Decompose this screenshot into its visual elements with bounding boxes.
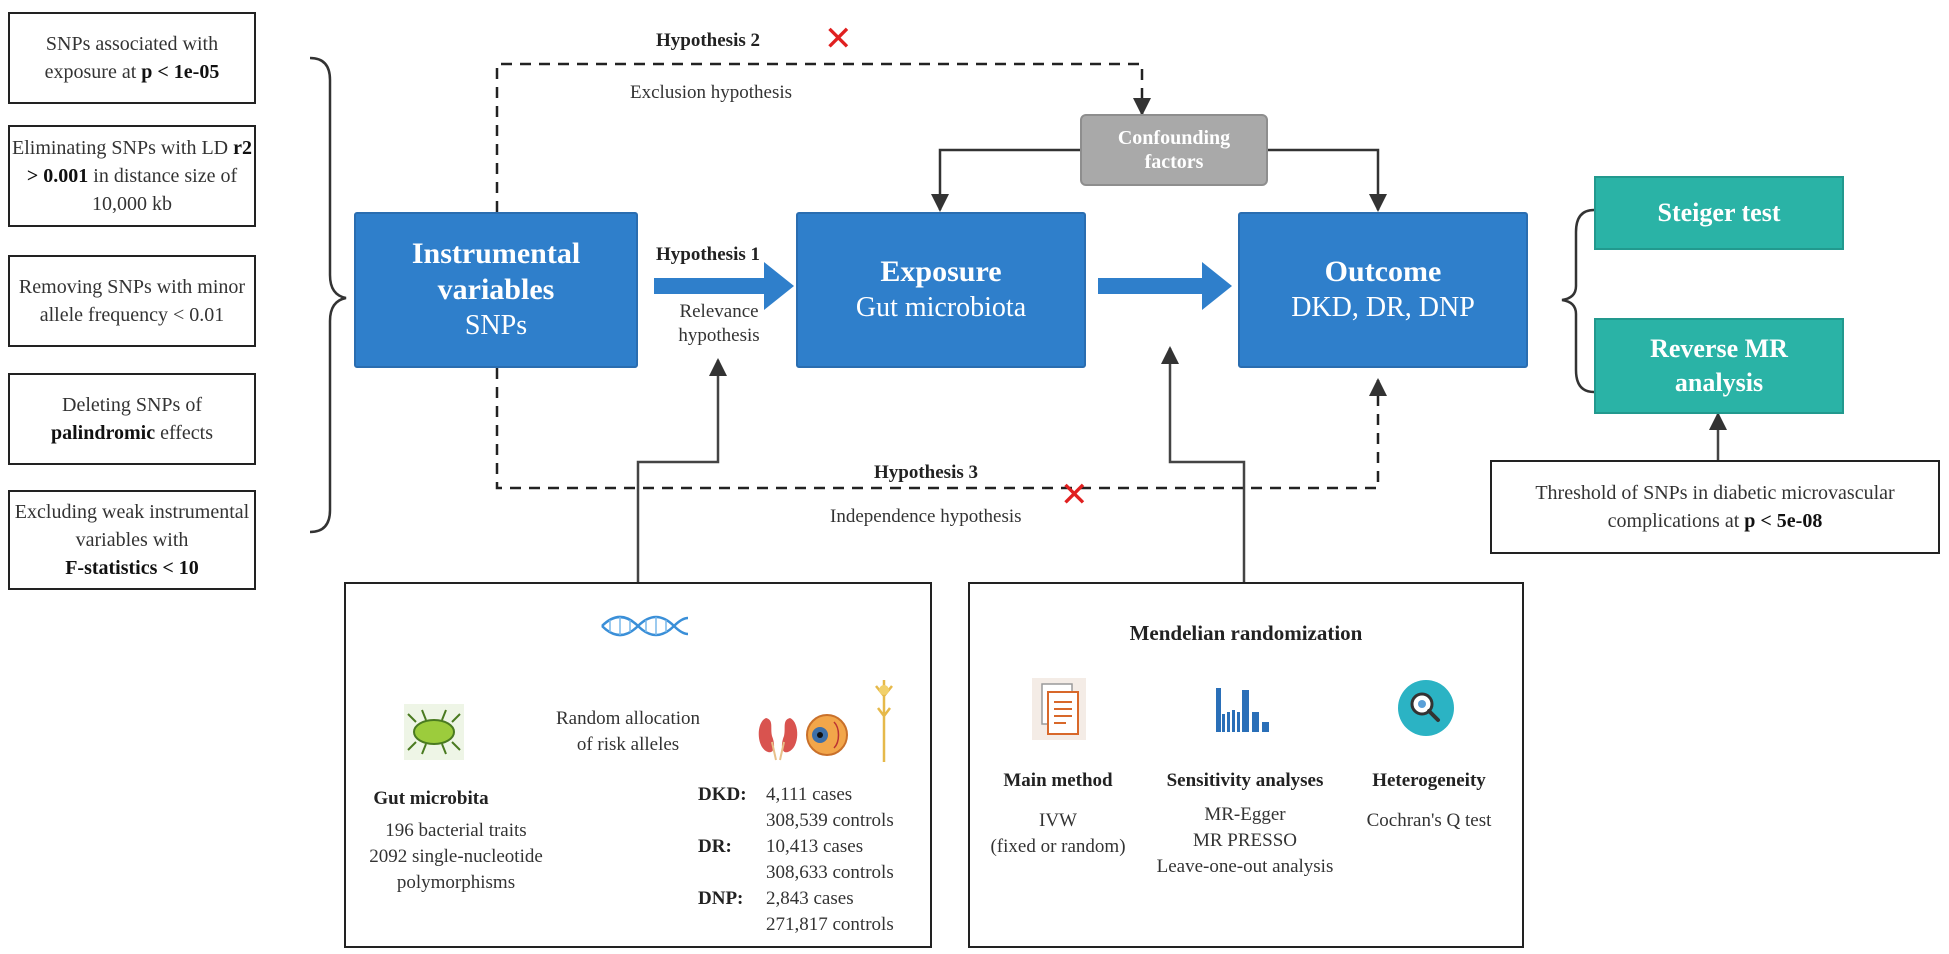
heterogeneity-desc: Cochran's Q test <box>1366 810 1492 831</box>
magnifier-icon <box>1398 680 1454 736</box>
sensitivity-title: Sensitivity analyses <box>1166 770 1324 791</box>
dkd-label: DKD: <box>698 784 747 805</box>
nerve-icon <box>875 680 893 762</box>
bar-chart-icon <box>1216 688 1269 732</box>
hypothesis-1-desc: Relevance hypothesis <box>678 301 760 346</box>
criteria-box-fstat: Excluding weak instrumental variables wi… <box>8 490 256 590</box>
dr-controls: 308,633 controls <box>766 862 894 883</box>
right-brace <box>1561 208 1595 394</box>
dna-icon <box>601 615 689 637</box>
panel-random-allocation <box>344 582 932 948</box>
criteria-box-maf: Removing SNPs with minor allele frequenc… <box>8 255 256 347</box>
hypothesis-1-title: Hypothesis 1 <box>656 244 760 265</box>
hypothesis-3-path <box>495 368 1380 490</box>
panel-mendelian-randomization <box>968 582 1524 948</box>
heterogeneity-title: Heterogeneity <box>1372 770 1486 791</box>
dnp-label: DNP: <box>698 888 744 909</box>
main-method-title: Main method <box>1003 770 1113 791</box>
document-icon <box>1032 678 1086 740</box>
sensitivity-desc: MR-Egger MR PRESSO Leave-one-out analysi… <box>1156 804 1334 877</box>
criteria-box-pvalue: SNPs associated with exposure at p < 1e-… <box>8 12 256 104</box>
confounding-to-exposure <box>938 148 1080 208</box>
hypothesis-2-path <box>495 62 1144 212</box>
panel-right-connector <box>1168 350 1246 582</box>
exposure-to-outcome-arrow <box>1098 262 1232 310</box>
dnp-controls: 271,817 controls <box>766 914 894 935</box>
gut-microbiota-title: Gut microbita <box>373 788 489 809</box>
reverse-mr-box: Reverse MR analysis <box>1594 318 1844 414</box>
dkd-controls: 308,539 controls <box>766 810 894 831</box>
iv-to-exposure-arrow <box>654 262 794 310</box>
dr-label: DR: <box>698 836 732 857</box>
bacteria-icon <box>404 704 464 760</box>
criteria-1-line1: SNPs associated with <box>45 33 219 55</box>
hypothesis-2-title: Hypothesis 2 <box>656 30 760 51</box>
random-allocation-label: Random allocation of risk alleles <box>555 708 701 755</box>
node-outcome: Outcome DKD, DR, DNP <box>1238 212 1528 368</box>
criteria-box-palindromic: Deleting SNPs of palindromic effects <box>8 373 256 465</box>
node-exposure: Exposure Gut microbiota <box>796 212 1086 368</box>
threshold-box: Threshold of SNPs in diabetic microvascu… <box>1490 460 1940 554</box>
hypothesis-2-desc: Exclusion hypothesis <box>630 82 793 103</box>
hypothesis-3-cross-icon: ✕ <box>1060 475 1089 515</box>
steiger-test-box: Steiger test <box>1594 176 1844 250</box>
node-confounding-factors: Confounding factors <box>1080 114 1268 186</box>
main-method-desc: IVW (fixed or random) <box>990 810 1126 857</box>
criteria-brace <box>309 56 347 534</box>
dr-cases: 10,413 cases <box>766 836 864 857</box>
mr-panel-title: Mendelian randomization <box>1129 621 1363 645</box>
eye-icon <box>806 714 848 756</box>
dkd-cases: 4,111 cases <box>766 784 853 805</box>
gut-microbiota-desc: 196 bacterial traits 2092 single-nucleot… <box>369 820 543 893</box>
hypothesis-3-title: Hypothesis 3 <box>874 462 978 483</box>
hypothesis-2-cross-icon: ✕ <box>824 19 853 59</box>
confounding-to-outcome <box>1268 148 1380 208</box>
panel-left-connector <box>636 362 720 582</box>
dnp-cases: 2,843 cases <box>766 888 854 909</box>
node-instrumental-variables: Instrumental variables SNPs <box>354 212 638 368</box>
kidney-icon <box>758 718 798 761</box>
criteria-box-ld: Eliminating SNPs with LD r2 > 0.001 in d… <box>8 125 256 227</box>
hypothesis-3-desc: Independence hypothesis <box>830 506 1022 527</box>
